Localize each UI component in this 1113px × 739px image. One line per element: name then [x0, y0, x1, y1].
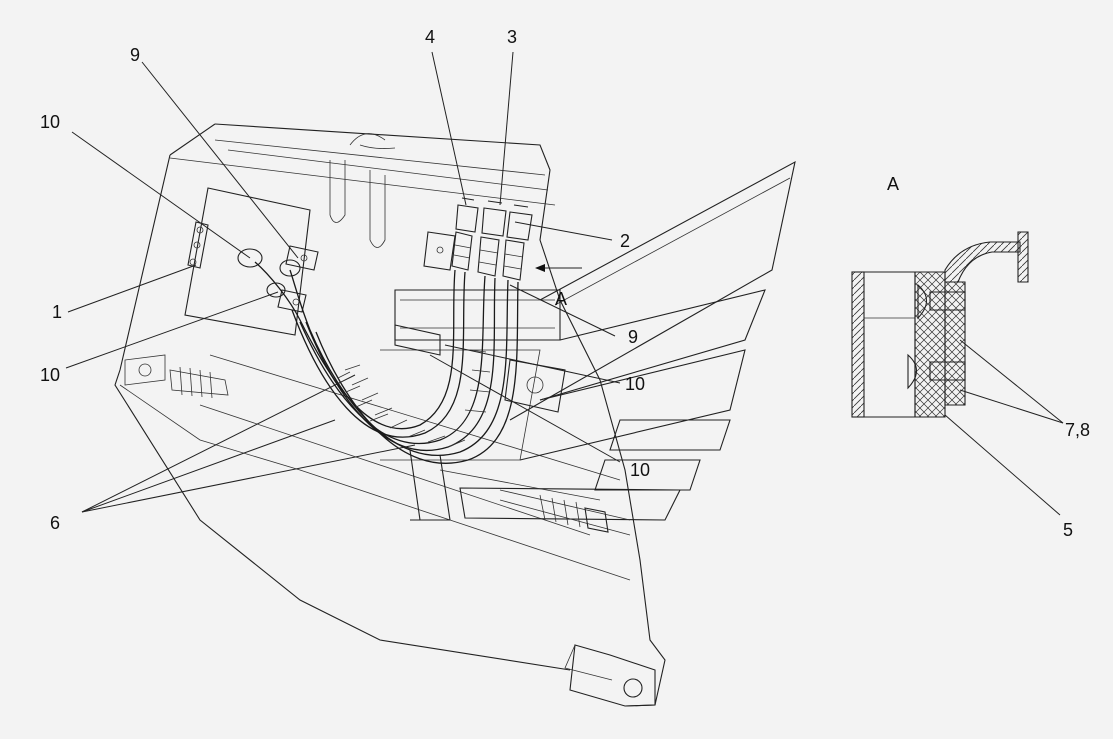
- leader-lines: [65, 51, 1064, 516]
- machine-body: [114, 123, 666, 707]
- view-label-a: A: [887, 174, 899, 194]
- section-view-a: [851, 231, 1029, 418]
- callout-10-left: 10: [40, 365, 60, 385]
- callout-a-arrow: A: [555, 289, 567, 309]
- junction-box: [184, 187, 319, 336]
- callout-7-8: 7,8: [1065, 420, 1090, 440]
- callout-1: 1: [52, 302, 62, 322]
- callout-2: 2: [620, 231, 630, 251]
- callout-5: 5: [1063, 520, 1073, 540]
- hose-bundle: [254, 261, 519, 464]
- callout-10-mid: 10: [625, 374, 645, 394]
- callout-6: 6: [50, 513, 60, 533]
- callout-10-top: 10: [40, 112, 60, 132]
- callout-4: 4: [425, 27, 435, 47]
- connector-block: [423, 197, 533, 281]
- grille-panel: [380, 160, 796, 536]
- callout-10-low: 10: [630, 460, 650, 480]
- callout-9-top: 9: [130, 45, 140, 65]
- callout-3: 3: [507, 27, 517, 47]
- callout-9-mid: 9: [628, 327, 638, 347]
